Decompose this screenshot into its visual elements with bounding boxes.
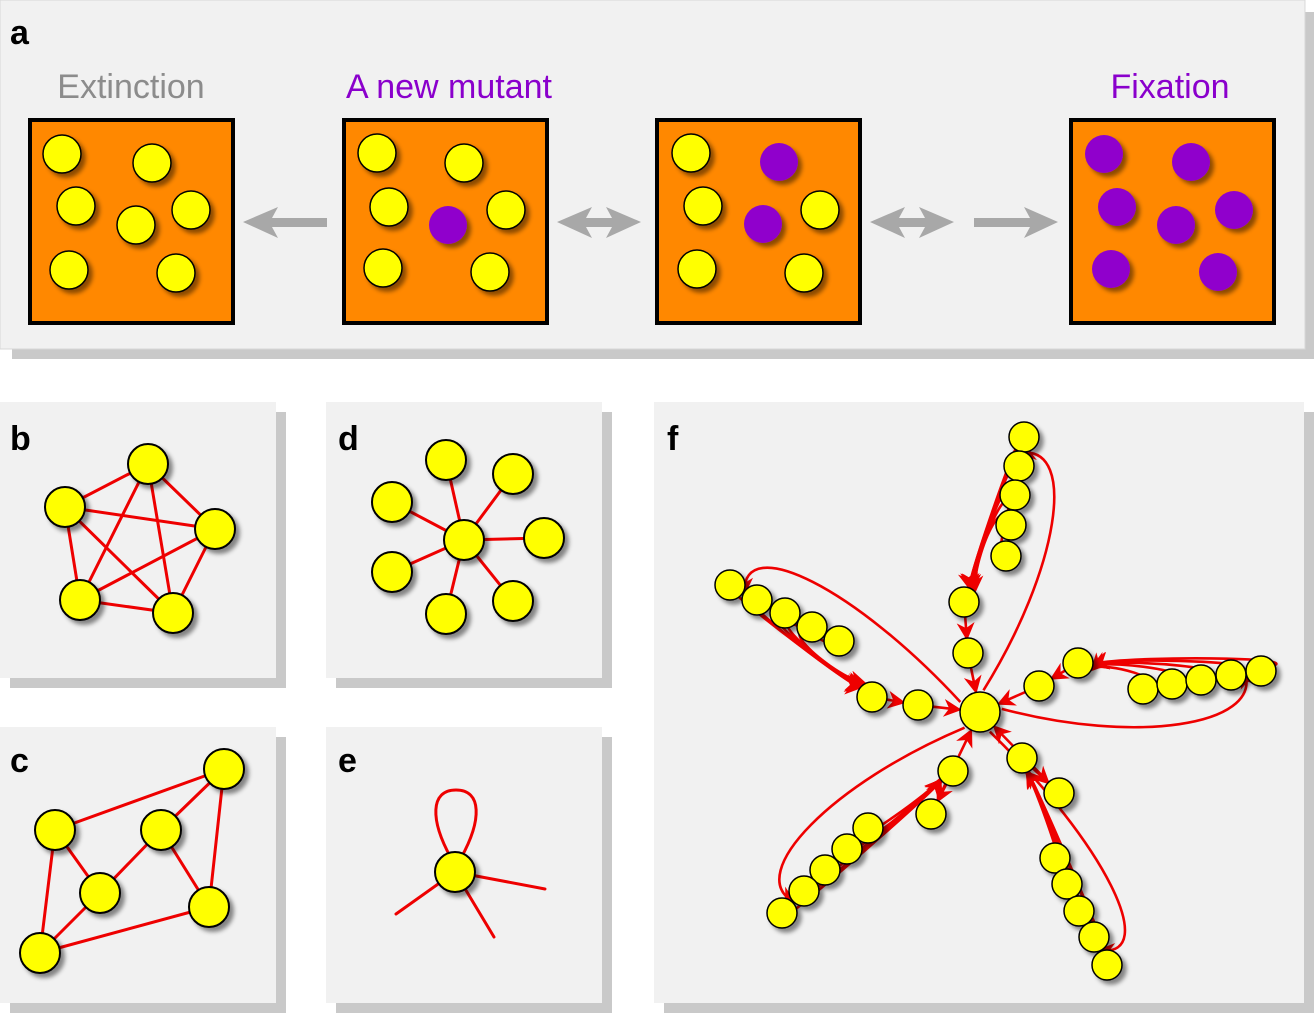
panel-label-a: a [10,14,30,52]
edge-hub-1 [932,698,962,717]
relay-node-0-a [948,586,980,618]
population-square-new-mutant [342,118,549,325]
double-arrow-2 [870,207,954,238]
leaf-node-4-0 [1039,842,1071,874]
relay-node-4-a [1006,742,1038,774]
double-arrow-1 [557,207,641,238]
leaf-node-0-4 [990,540,1022,572]
edge-relay-1 [886,690,906,709]
edge-return-2 [1001,669,1258,729]
panel-b: b [0,402,286,688]
relay-node-2-b [1023,670,1055,702]
arrow-to-fixation [974,207,1058,238]
panel-d: d [326,402,612,688]
leaf-node-1-0 [714,569,746,601]
leaf-node-1-1 [741,584,773,616]
leaf-node-4-1 [1051,868,1083,900]
leaf-node-0-3 [995,509,1027,541]
relay-node-0-b [952,637,984,669]
star-graph [371,439,565,635]
leaf-node-3-2 [809,854,841,886]
mutant-label: A new mutant [346,68,553,106]
hub-node [959,691,1001,733]
self-loop-node [394,788,547,939]
leaf-node-3-4 [766,897,798,929]
panel-label-d: d [338,420,359,458]
leaf-node-3-0 [852,812,884,844]
edge-return-0 [982,442,1056,691]
panel-a: a Extinction A new mutant Fixation [0,0,1314,359]
panel-label-f: f [667,420,679,458]
leaf-node-0-2 [999,479,1031,511]
population-square-fixation [1069,118,1276,325]
leaf-node-2-1 [1156,668,1188,700]
leaf-node-1-3 [796,611,828,643]
random-graph [19,748,245,974]
complete-graph [44,443,236,634]
leaf-node-2-0 [1127,673,1159,705]
fixation-label: Fixation [1110,68,1229,106]
relay-node-1-b [902,689,934,721]
panel-f: f [654,402,1314,1013]
superstar-nodes [714,421,1277,981]
edge-return-1 [735,566,962,703]
leaf-node-3-1 [831,833,863,865]
arrow-to-extinction [243,207,327,238]
leaf-node-0-0 [1008,421,1040,453]
panel-e: e [326,727,612,1013]
leaf-node-2-4 [1245,655,1277,687]
edge-return-4 [988,730,1127,962]
leaf-node-1-2 [769,597,801,629]
panel-label-c: c [10,742,29,780]
leaf-node-2-2 [1185,664,1217,696]
edge-return-3 [776,726,966,904]
relay-node-2-a [1062,647,1094,679]
panel-c: c [0,727,286,1013]
relay-node-4-b [1043,777,1075,809]
leaf-node-1-4 [823,625,855,657]
leaf-node-2-3 [1215,659,1247,691]
panel-label-e: e [338,742,357,780]
leaf-node-4-4 [1091,949,1123,981]
leaf-node-3-3 [788,875,820,907]
population-square-extinction [28,118,235,325]
edge-hub-0 [963,667,982,694]
leaf-node-4-3 [1078,921,1110,953]
leaf-node-0-1 [1003,450,1035,482]
extinction-label: Extinction [57,68,204,106]
edge-relay-0 [956,616,975,641]
population-square-intermediate [655,118,862,325]
edge-relay-2 [1049,662,1070,680]
superstar-graph [714,421,1278,981]
panel-label-b: b [10,420,31,458]
relay-node-3-a [937,755,969,787]
leaf-node-4-2 [1063,895,1095,927]
edge-hub-2 [996,689,1026,706]
relay-node-1-a [856,681,888,713]
relay-node-3-b [915,798,947,830]
